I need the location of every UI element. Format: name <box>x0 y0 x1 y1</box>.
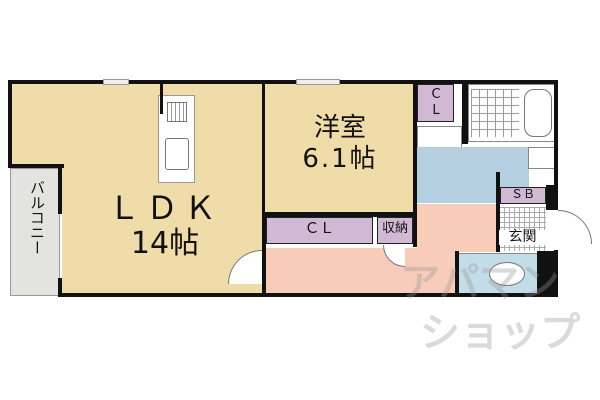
bath-tile <box>471 89 519 137</box>
washbasin <box>417 126 462 148</box>
wall <box>462 84 468 144</box>
toilet-icon <box>489 262 525 286</box>
hall-floor <box>417 204 499 252</box>
closet-bottom-label: ＣＬ <box>304 219 335 237</box>
western-room-name: 洋室 <box>313 113 366 143</box>
ldk-size: 14帖 <box>130 226 200 261</box>
wall <box>160 84 163 114</box>
closet-bottom <box>266 217 373 244</box>
wall <box>546 185 554 210</box>
shoe-box-label: ＳＢ <box>510 187 535 201</box>
ldk-name: ＬＤＫ <box>107 189 222 227</box>
kitchen-counter <box>158 95 195 183</box>
wall <box>537 251 554 295</box>
balcony-label: バルコニー <box>28 180 46 255</box>
wall <box>262 212 266 297</box>
window <box>103 79 129 85</box>
wall <box>58 278 62 296</box>
bathtub-icon <box>524 89 552 137</box>
watermark-logo-line2: ショップ <box>420 310 580 356</box>
entrance-label: 玄関 <box>499 230 546 245</box>
wall <box>413 84 417 247</box>
wall <box>262 212 417 217</box>
wall <box>554 80 558 210</box>
bathroom <box>468 84 556 142</box>
wall <box>496 172 500 252</box>
closet-top <box>417 84 454 122</box>
watermark-logo: アパマン <box>400 260 560 306</box>
sink-icon <box>165 138 189 170</box>
entrance-door-icon <box>558 210 592 244</box>
wall <box>58 293 558 297</box>
wall <box>8 164 64 168</box>
corridor-floor <box>265 248 458 294</box>
wall <box>262 84 265 214</box>
storage <box>377 217 413 244</box>
washer-pan <box>528 147 555 169</box>
western-room-floor <box>265 84 413 214</box>
shoe-box <box>500 187 546 204</box>
balcony <box>10 168 60 296</box>
wall <box>8 80 558 84</box>
wall <box>455 251 459 295</box>
wall <box>554 250 558 297</box>
closet-top-label: C L <box>431 87 441 118</box>
stove-icon <box>167 102 187 122</box>
wall <box>58 164 62 214</box>
wall <box>8 80 12 168</box>
western-room-size: 6.1帖 <box>302 144 378 174</box>
storage-label: 収納 <box>381 221 408 236</box>
toilet-room <box>458 253 538 294</box>
ldk-floor <box>12 84 262 168</box>
window <box>296 79 340 85</box>
